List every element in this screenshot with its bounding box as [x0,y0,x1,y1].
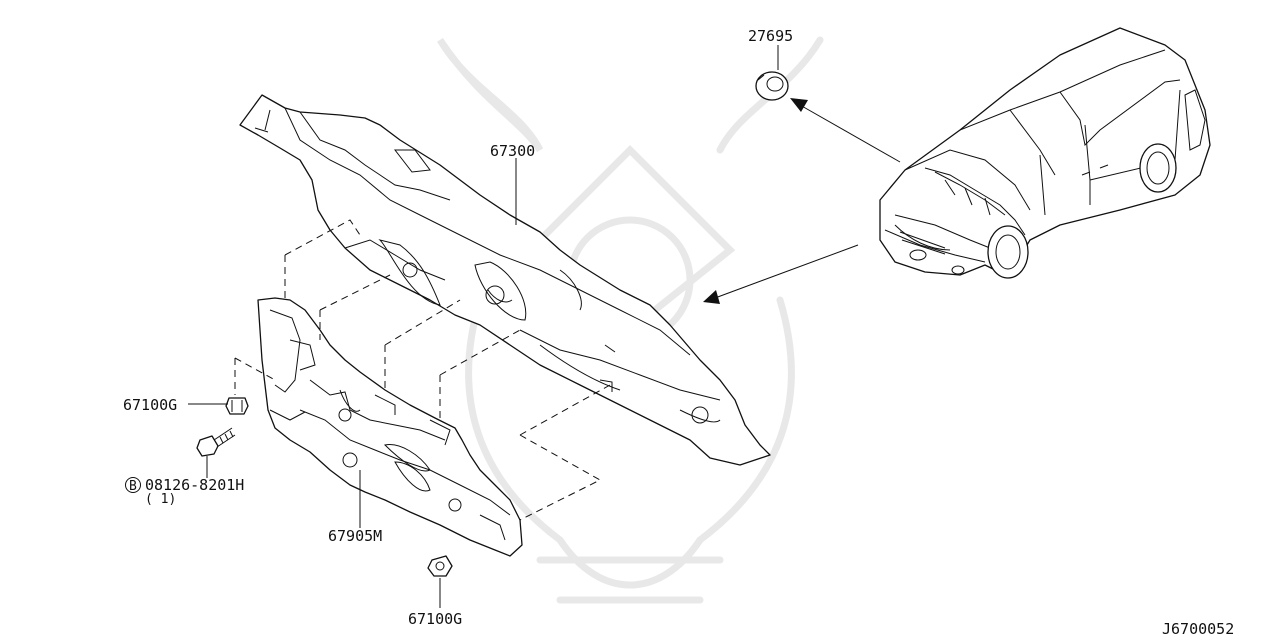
dash-panel-part [239,94,771,466]
bolt-prefix-letter: B [129,479,137,494]
alignment-dashes [234,219,611,521]
diagram-id: J6700052 [1162,620,1234,638]
bolt-part [196,427,236,457]
callout-insulator: 67905M [328,527,382,545]
clip-lower-part [427,555,453,577]
callout-grommet: 27695 [748,27,793,45]
vehicle-illustration [879,27,1211,279]
leader-lines [188,45,779,608]
callout-bolt-qty: ( 1) [145,492,176,507]
insulator-part [257,297,523,557]
bolt-prefix-circle [125,477,141,493]
grommet-part [755,71,789,101]
callout-clip-lower: 67100G [408,610,462,628]
clip-upper-part [225,397,249,415]
callout-dash-panel: 67300 [490,142,535,160]
callout-bolt-code: 08126-8201H [145,476,244,494]
callout-clip-upper: 67100G [123,396,177,414]
pointer-arrows [703,98,901,304]
